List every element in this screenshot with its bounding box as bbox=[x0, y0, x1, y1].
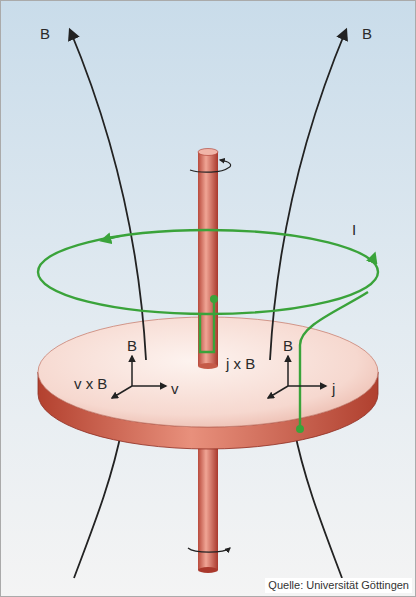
vector-arrow bbox=[132, 385, 166, 387]
field-label: B bbox=[362, 26, 372, 41]
current-label: I bbox=[352, 222, 356, 237]
rotation-arrow bbox=[190, 168, 228, 172]
wire bbox=[200, 300, 214, 352]
source-note: Quelle: Universität Göttingen bbox=[265, 578, 412, 593]
vector-arrow bbox=[288, 385, 326, 387]
vector-label: j bbox=[332, 381, 335, 396]
vector-label: v x B bbox=[74, 376, 107, 391]
vector-arrow bbox=[131, 356, 133, 386]
axle bbox=[198, 152, 218, 366]
contact-dot bbox=[210, 295, 218, 303]
vector-label: B bbox=[127, 338, 137, 353]
wire bbox=[300, 292, 368, 428]
vector-arrow bbox=[268, 386, 288, 398]
current-direction bbox=[372, 256, 374, 262]
vector-label: B bbox=[283, 338, 293, 353]
axle-base bbox=[198, 363, 218, 369]
vector-label: v bbox=[171, 381, 179, 396]
axle-top bbox=[198, 149, 218, 156]
field-label: B bbox=[40, 26, 50, 41]
current-direction bbox=[104, 236, 120, 240]
field-line bbox=[74, 428, 122, 578]
current-loop bbox=[38, 230, 378, 314]
vector-arrow bbox=[112, 386, 132, 398]
contact-dot bbox=[296, 425, 304, 433]
field-line bbox=[294, 428, 342, 578]
vector-label: j x B bbox=[226, 356, 255, 371]
rotation-arrow bbox=[188, 548, 230, 552]
rotation-arrow bbox=[220, 160, 231, 168]
axle-end bbox=[198, 567, 218, 573]
vector-arrow bbox=[287, 356, 289, 386]
